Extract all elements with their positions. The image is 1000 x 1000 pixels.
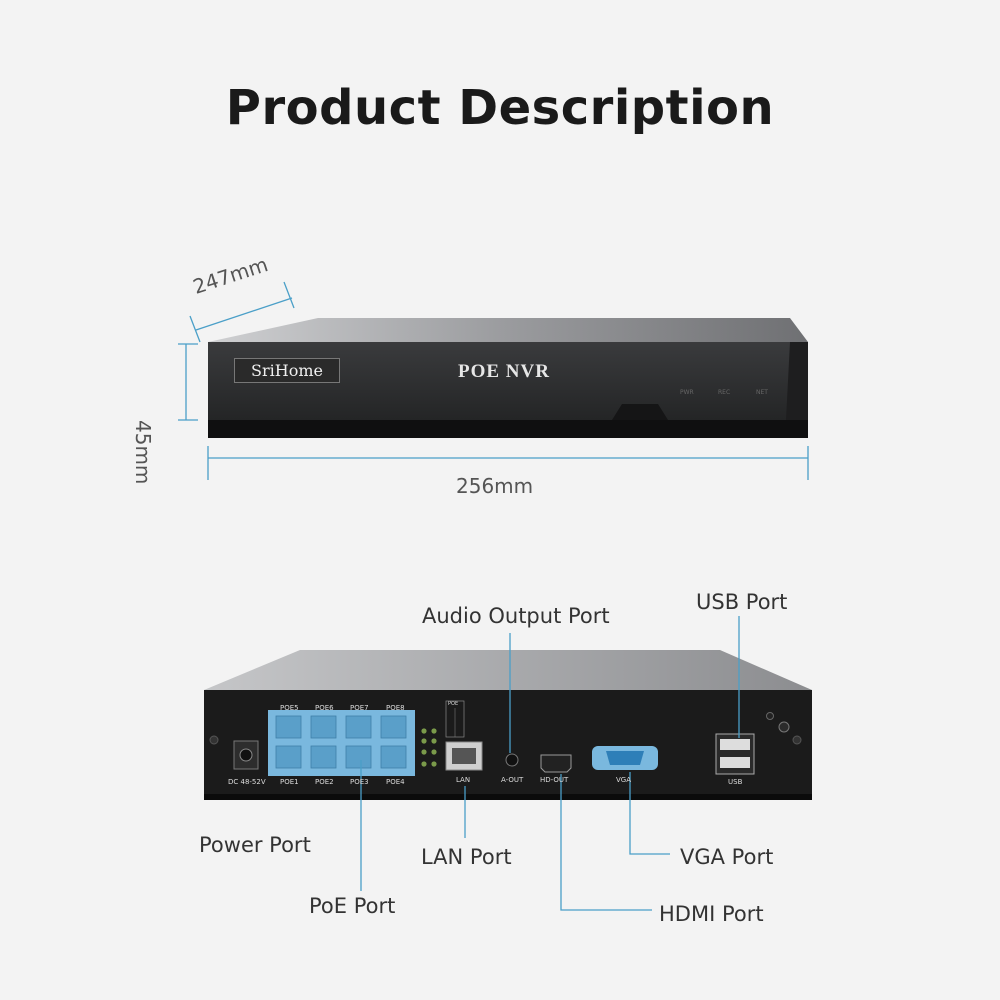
hdout-label: HD-OUT	[540, 776, 569, 784]
model-label: POE NVR	[458, 361, 550, 382]
poe7-label: POE7	[350, 704, 369, 712]
depth-dim-line	[195, 297, 293, 331]
width-label: 256mm	[456, 474, 534, 498]
nvr-disc-slot	[612, 404, 668, 420]
power-jack	[233, 740, 259, 770]
nvr-front-bevel	[208, 420, 808, 438]
callout-hdmi-port: HDMI Port	[659, 902, 764, 926]
poe8-label: POE8	[386, 704, 405, 712]
hdmi-callout-line	[560, 774, 652, 911]
lan-label: LAN	[456, 776, 471, 784]
callout-usb-port: USB Port	[696, 590, 788, 614]
poe6-label: POE6	[315, 704, 334, 712]
brand-logo: SriHome	[234, 358, 340, 383]
hdmi-jack	[540, 754, 572, 773]
led-label-net: NET	[756, 389, 768, 396]
height-label: 45mm	[131, 420, 155, 485]
led-label-rec: REC	[718, 389, 731, 396]
audio-jack	[505, 753, 519, 767]
usb-label: USB	[728, 778, 743, 786]
poe3-label: POE3	[350, 778, 369, 786]
poe4-label: POE4	[386, 778, 405, 786]
poe1-label: POE1	[280, 778, 299, 786]
nvr-top-surface	[208, 318, 808, 342]
nvr-rear-top	[204, 650, 812, 690]
poe-grid-label: POE	[448, 701, 459, 707]
vga-callout-line	[629, 772, 670, 855]
led-label-pwr: PWR	[680, 389, 694, 396]
vga-label: VGA	[616, 776, 632, 784]
callout-lan-port: LAN Port	[421, 845, 512, 869]
callout-audio-output-port: Audio Output Port	[422, 604, 610, 628]
callout-vga-port: VGA Port	[680, 845, 774, 869]
poe5-label: POE5	[280, 704, 299, 712]
aout-label: A-OUT	[501, 776, 524, 784]
page-title: Product Description	[225, 80, 775, 136]
poe2-label: POE2	[315, 778, 334, 786]
callout-power-port: Power Port	[199, 833, 311, 857]
dc-label: DC 48-52V	[228, 778, 266, 786]
callout-poe-port: PoE Port	[309, 894, 396, 918]
